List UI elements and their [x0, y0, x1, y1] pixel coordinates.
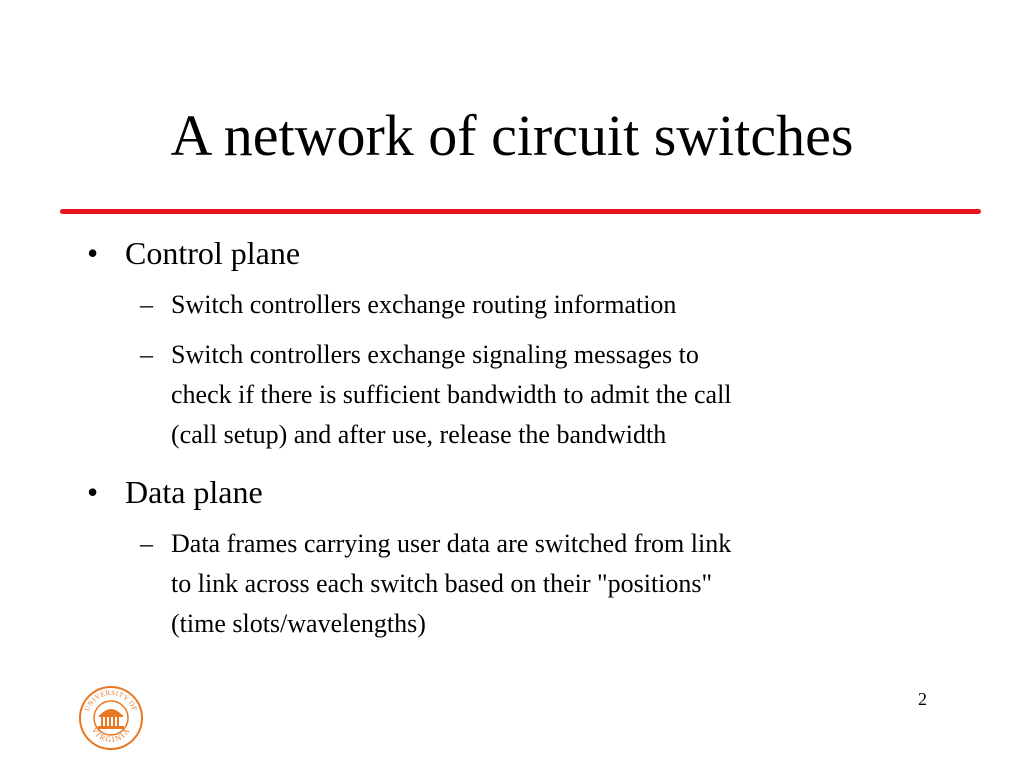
bullet-control-plane: • Control plane	[87, 233, 300, 273]
bullet-label: Data plane	[125, 474, 263, 510]
bullet-data-plane: • Data plane	[87, 472, 263, 512]
title-divider	[60, 209, 981, 214]
subitem-text: Switch controllers exchange routing info…	[171, 290, 677, 319]
subitem-text: Data frames carrying user data are switc…	[171, 529, 732, 638]
page-number: 2	[918, 689, 927, 709]
subitem-routing: – Switch controllers exchange routing in…	[140, 285, 920, 325]
subitem-signaling: – Switch controllers exchange signaling …	[140, 335, 920, 455]
subitem-data-frames: – Data frames carrying user data are swi…	[140, 524, 920, 644]
bullet-label: Control plane	[125, 235, 301, 271]
dash-mark: –	[140, 529, 153, 558]
bullet-mark: •	[87, 474, 99, 510]
slide-title: A network of circuit switches	[170, 103, 854, 168]
dash-mark: –	[140, 290, 153, 319]
dash-mark: –	[140, 340, 153, 369]
university-seal-icon: UNIVERSITY OF VIRGINIA	[79, 686, 143, 750]
subitem-text: Switch controllers exchange signaling me…	[171, 340, 732, 449]
bullet-mark: •	[87, 235, 99, 271]
